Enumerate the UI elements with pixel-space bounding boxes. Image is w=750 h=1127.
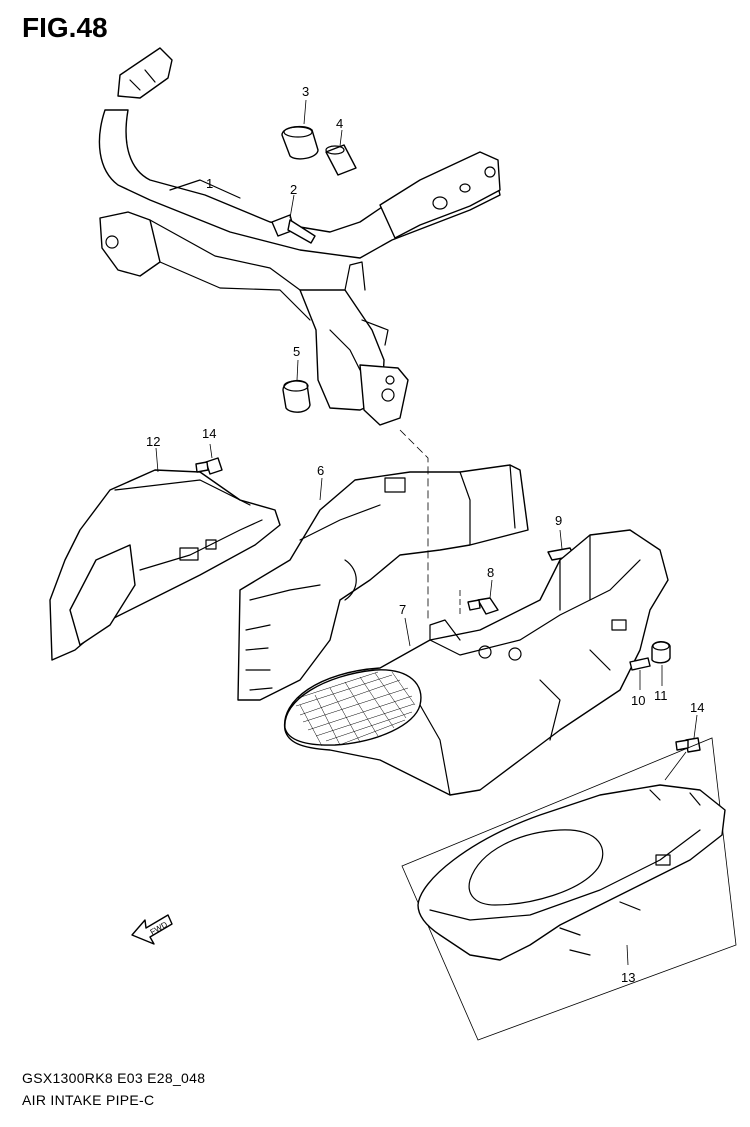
- callout-6: 6: [317, 463, 324, 478]
- section-name: AIR INTAKE PIPE-C: [22, 1092, 155, 1108]
- dashed-assembly-line: [399, 429, 461, 620]
- callout-13: 13: [621, 970, 635, 985]
- part-10-clip: [629, 657, 651, 690]
- part-8-screw: [467, 579, 499, 615]
- model-code: GSX1300RK8 E03 E28_048: [22, 1070, 206, 1086]
- callout-12: 12: [146, 434, 160, 449]
- callout-3: 3: [302, 84, 309, 99]
- part-14-screw-lower: [664, 714, 701, 781]
- callout-8: 8: [487, 565, 494, 580]
- part-14-screw-upper: [195, 443, 223, 475]
- callout-1: 1: [206, 176, 213, 191]
- part-1-front-bracket: [98, 47, 501, 426]
- callout-5: 5: [293, 344, 300, 359]
- part-11-nut: [651, 641, 671, 686]
- callout-9: 9: [555, 513, 562, 528]
- callout-7: 7: [399, 602, 406, 617]
- callout-11: 11: [654, 688, 668, 703]
- part-5-grommet: [282, 359, 311, 413]
- callout-14-lower: 14: [690, 700, 704, 715]
- callout-14-upper: 14: [202, 426, 216, 441]
- part-4-collar: [325, 129, 357, 176]
- figure-title: FIG.48: [22, 12, 108, 43]
- part-12-side-cover-left: [49, 447, 281, 661]
- callout-2: 2: [290, 182, 297, 197]
- part-2-bolt: [271, 194, 316, 244]
- fwd-direction-arrow: FWD: [131, 914, 173, 945]
- callout-10: 10: [631, 693, 645, 708]
- part-7-air-intake-pipe: [283, 529, 669, 796]
- part-6-intake-duct: [237, 464, 529, 701]
- callout-4: 4: [336, 116, 343, 131]
- part-3-grommet: [281, 99, 319, 160]
- part-13-lower-cover: [401, 737, 737, 1041]
